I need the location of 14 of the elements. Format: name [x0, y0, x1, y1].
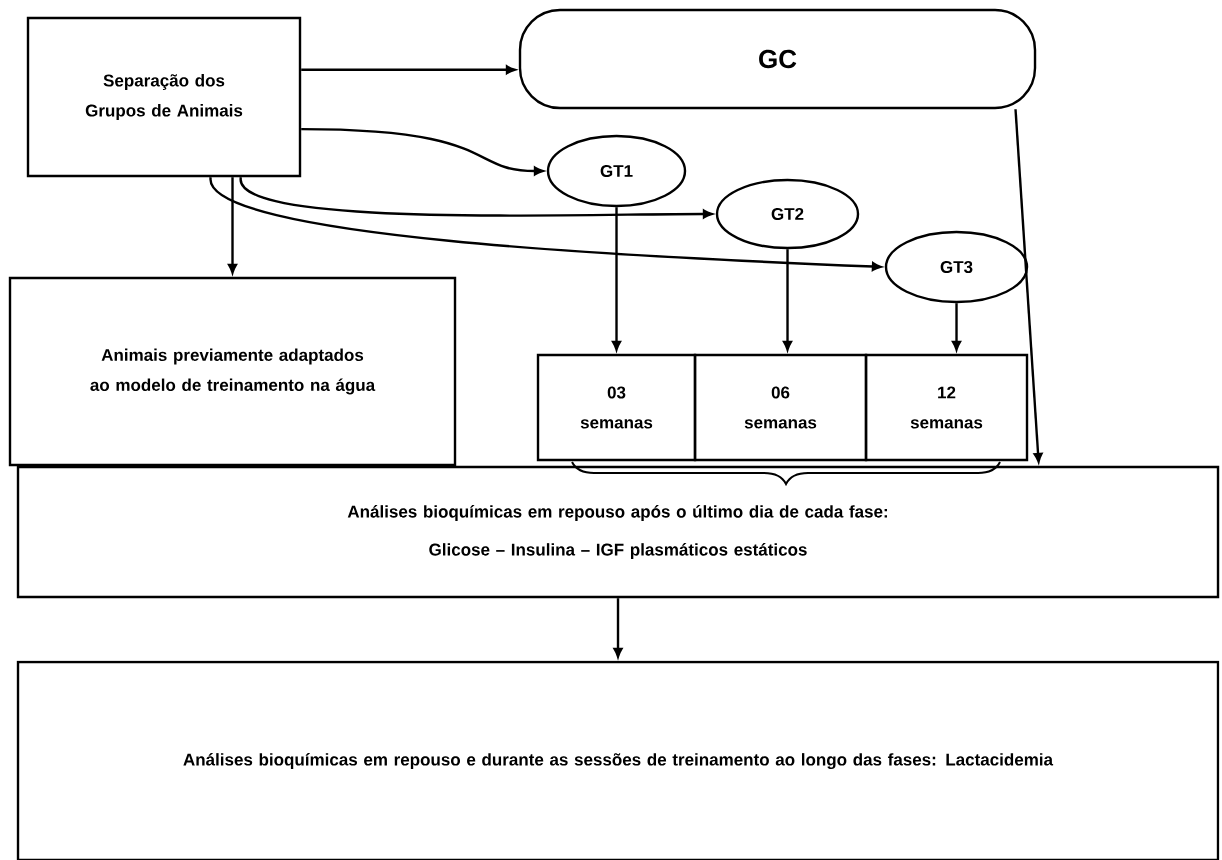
- process-box: Animais previamente adaptados ao modelo de treinamento na água: [8, 276, 457, 467]
- arrow: [301, 65, 516, 75]
- group-box: GC: [518, 8, 1037, 110]
- arrow: [301, 127, 544, 176]
- arrow: [613, 598, 623, 658]
- arrow: [209, 176, 882, 271]
- analysis-box: Análises bioquímicas em repouso após o último dia de cada fase: Glicose – Insulina – IGF plasmáticos estáticos: [16, 465, 1220, 599]
- duration-box: 12 semanas: [864, 353, 1029, 462]
- analysis-box: Análises bioquímicas em repouso e durante as sessões de treinamento ao longo das fases: Lactacidemia: [16, 660, 1220, 860]
- duration-box: 03 semanas: [536, 353, 697, 462]
- arrow: [239, 176, 713, 219]
- duration-box: 06 semanas: [693, 353, 868, 462]
- process-box: Separação dos Grupos de Animais: [26, 16, 302, 178]
- arrow: [1014, 109, 1043, 463]
